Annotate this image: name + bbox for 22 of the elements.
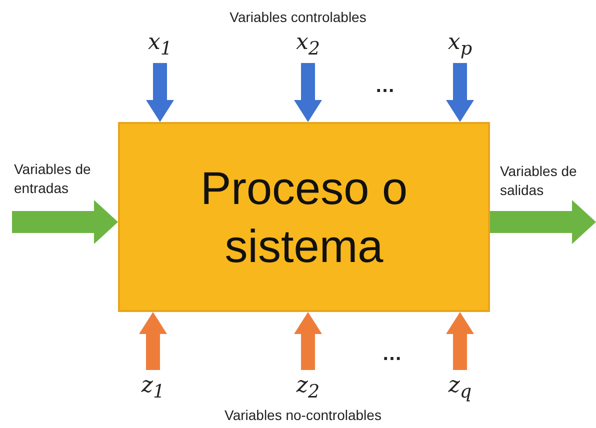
ellipsis: … — [381, 344, 403, 364]
block-arrow — [446, 63, 474, 122]
process-box — [118, 122, 490, 312]
block-arrow — [446, 312, 474, 370]
block-arrow — [294, 312, 322, 370]
block-arrow — [139, 312, 167, 370]
block-arrow — [294, 63, 322, 122]
block-arrow — [146, 63, 174, 122]
variable-symbol: x$_{p}$ — [448, 30, 472, 62]
variable-symbol: z$_{1}$ — [141, 373, 165, 404]
input-label: Variables de entradas — [14, 160, 92, 198]
block-arrow — [490, 200, 596, 244]
variable-symbol: x$_{1}$ — [148, 30, 172, 62]
process-title: Proceso o sistema — [199, 161, 409, 274]
output-label: Variables de salidas — [500, 162, 578, 200]
variable-symbol: x$_{2}$ — [296, 30, 320, 62]
block-arrow — [12, 200, 118, 244]
ellipsis: … — [374, 76, 396, 96]
label-heading: Variables controlables — [228, 8, 368, 27]
label-heading: Variables no-controlables — [224, 406, 382, 425]
variable-symbol: z$_{q}$ — [448, 373, 472, 404]
variable-symbol: z$_{2}$ — [296, 373, 320, 404]
